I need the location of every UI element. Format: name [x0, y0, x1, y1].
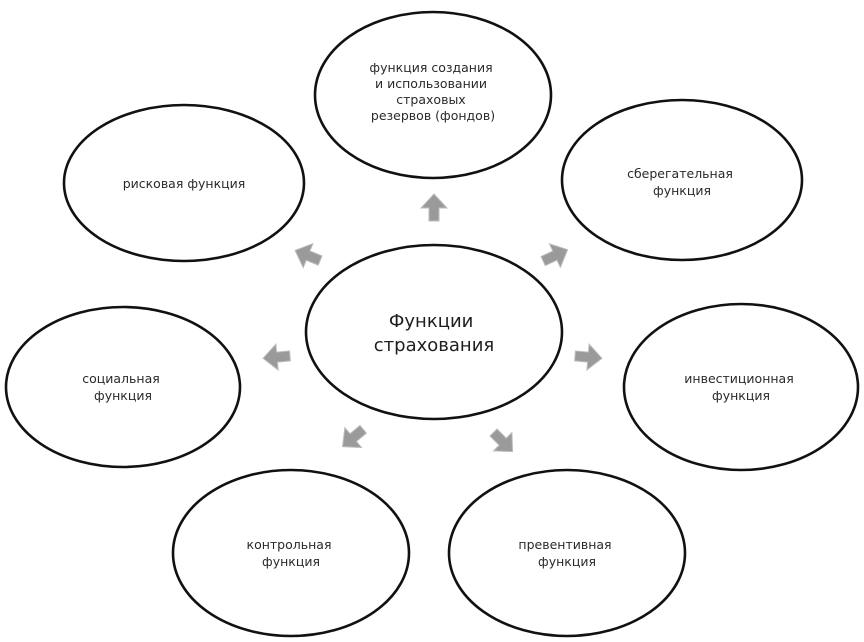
svg-text:функция создания и испол: функция создания и использовании страхов…: [369, 60, 496, 123]
arrow-to-control: [341, 424, 368, 449]
node-social-line: функция: [94, 388, 152, 403]
node-investment-line: функция: [712, 388, 770, 403]
svg-text:Функции страхования: Функции страхования: [374, 311, 494, 356]
svg-text:инвестиционная функция: инвестиционная функция: [684, 371, 797, 403]
node-reserves-line: страховых: [396, 92, 465, 107]
node-social: социальная функция: [4, 305, 242, 469]
arrow-to-social: [262, 342, 291, 372]
arrow-to-preventive: [489, 428, 514, 453]
node-center: Функции страхования: [304, 243, 564, 421]
center-title-line: страхования: [374, 335, 494, 356]
node-preventive-line: функция: [538, 554, 596, 569]
node-preventive: превентивная функция: [447, 468, 687, 638]
svg-text:социальная функция: социальная функция: [82, 371, 164, 403]
node-reserves-line: функция создания: [369, 60, 492, 75]
node-savings-line: сберегательная: [627, 166, 733, 181]
node-savings: сберегательная функция: [560, 98, 804, 262]
arrow-to-risk: [294, 242, 323, 269]
node-savings-line: функция: [653, 183, 711, 198]
svg-text:контрольная функция: контрольная функция: [247, 537, 336, 569]
arrow-to-reserves: [419, 193, 449, 222]
node-investment-line: инвестиционная: [684, 371, 793, 386]
node-reserves-line: резервов (фондов): [371, 108, 495, 123]
node-social-line: социальная: [82, 371, 160, 386]
node-investment: инвестиционная функция: [622, 302, 860, 472]
arrow-to-investment: [574, 342, 603, 372]
node-risk-line: рисковая функция: [123, 176, 246, 191]
node-preventive-line: превентивная: [518, 537, 611, 552]
svg-text:рисковая функция: рисковая функция: [123, 176, 246, 191]
node-reserves-line: и использовании: [375, 76, 487, 91]
node-control-line: контрольная: [247, 537, 332, 552]
node-control: контрольная функция: [171, 468, 411, 638]
node-reserves: функция создания и использовании страхов…: [313, 10, 553, 180]
svg-text:превентивная функция: превентивная функция: [518, 537, 615, 569]
center-title-line: Функции: [389, 311, 473, 332]
node-control-line: функция: [262, 554, 320, 569]
arrow-to-savings: [540, 242, 569, 269]
node-risk: рисковая функция: [62, 103, 306, 263]
svg-text:сберегательная функция: сберегательная функция: [627, 166, 737, 198]
